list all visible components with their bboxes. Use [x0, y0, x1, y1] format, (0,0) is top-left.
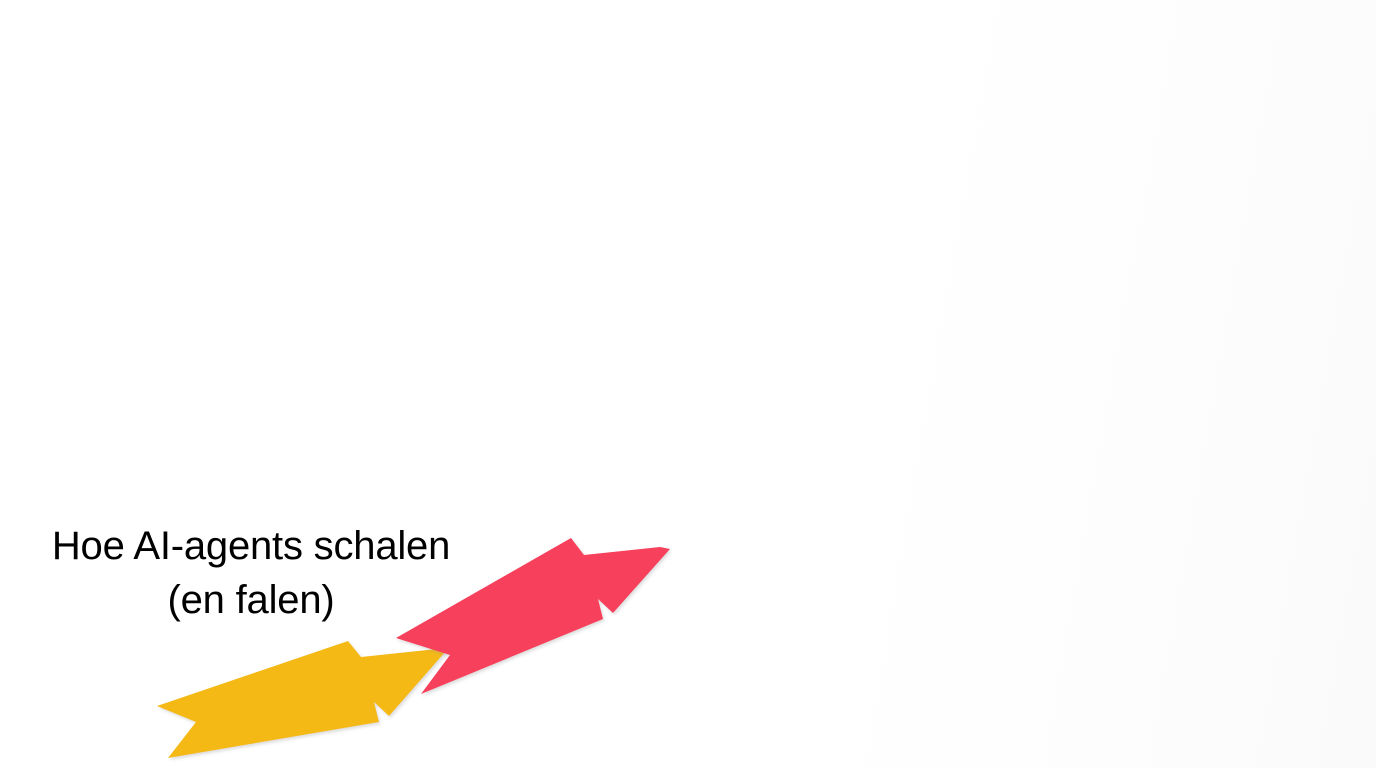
slide-title: Hoe AI-agents schalen (en falen) [34, 519, 468, 627]
title-line-2: (en falen) [167, 578, 335, 622]
red-arrow-shape [396, 538, 670, 694]
red-rising-arrow [396, 538, 670, 694]
yellow-rising-arrow [157, 641, 446, 758]
title-line-1: Hoe AI-agents schalen [51, 524, 451, 568]
yellow-arrow-shape [157, 641, 446, 758]
